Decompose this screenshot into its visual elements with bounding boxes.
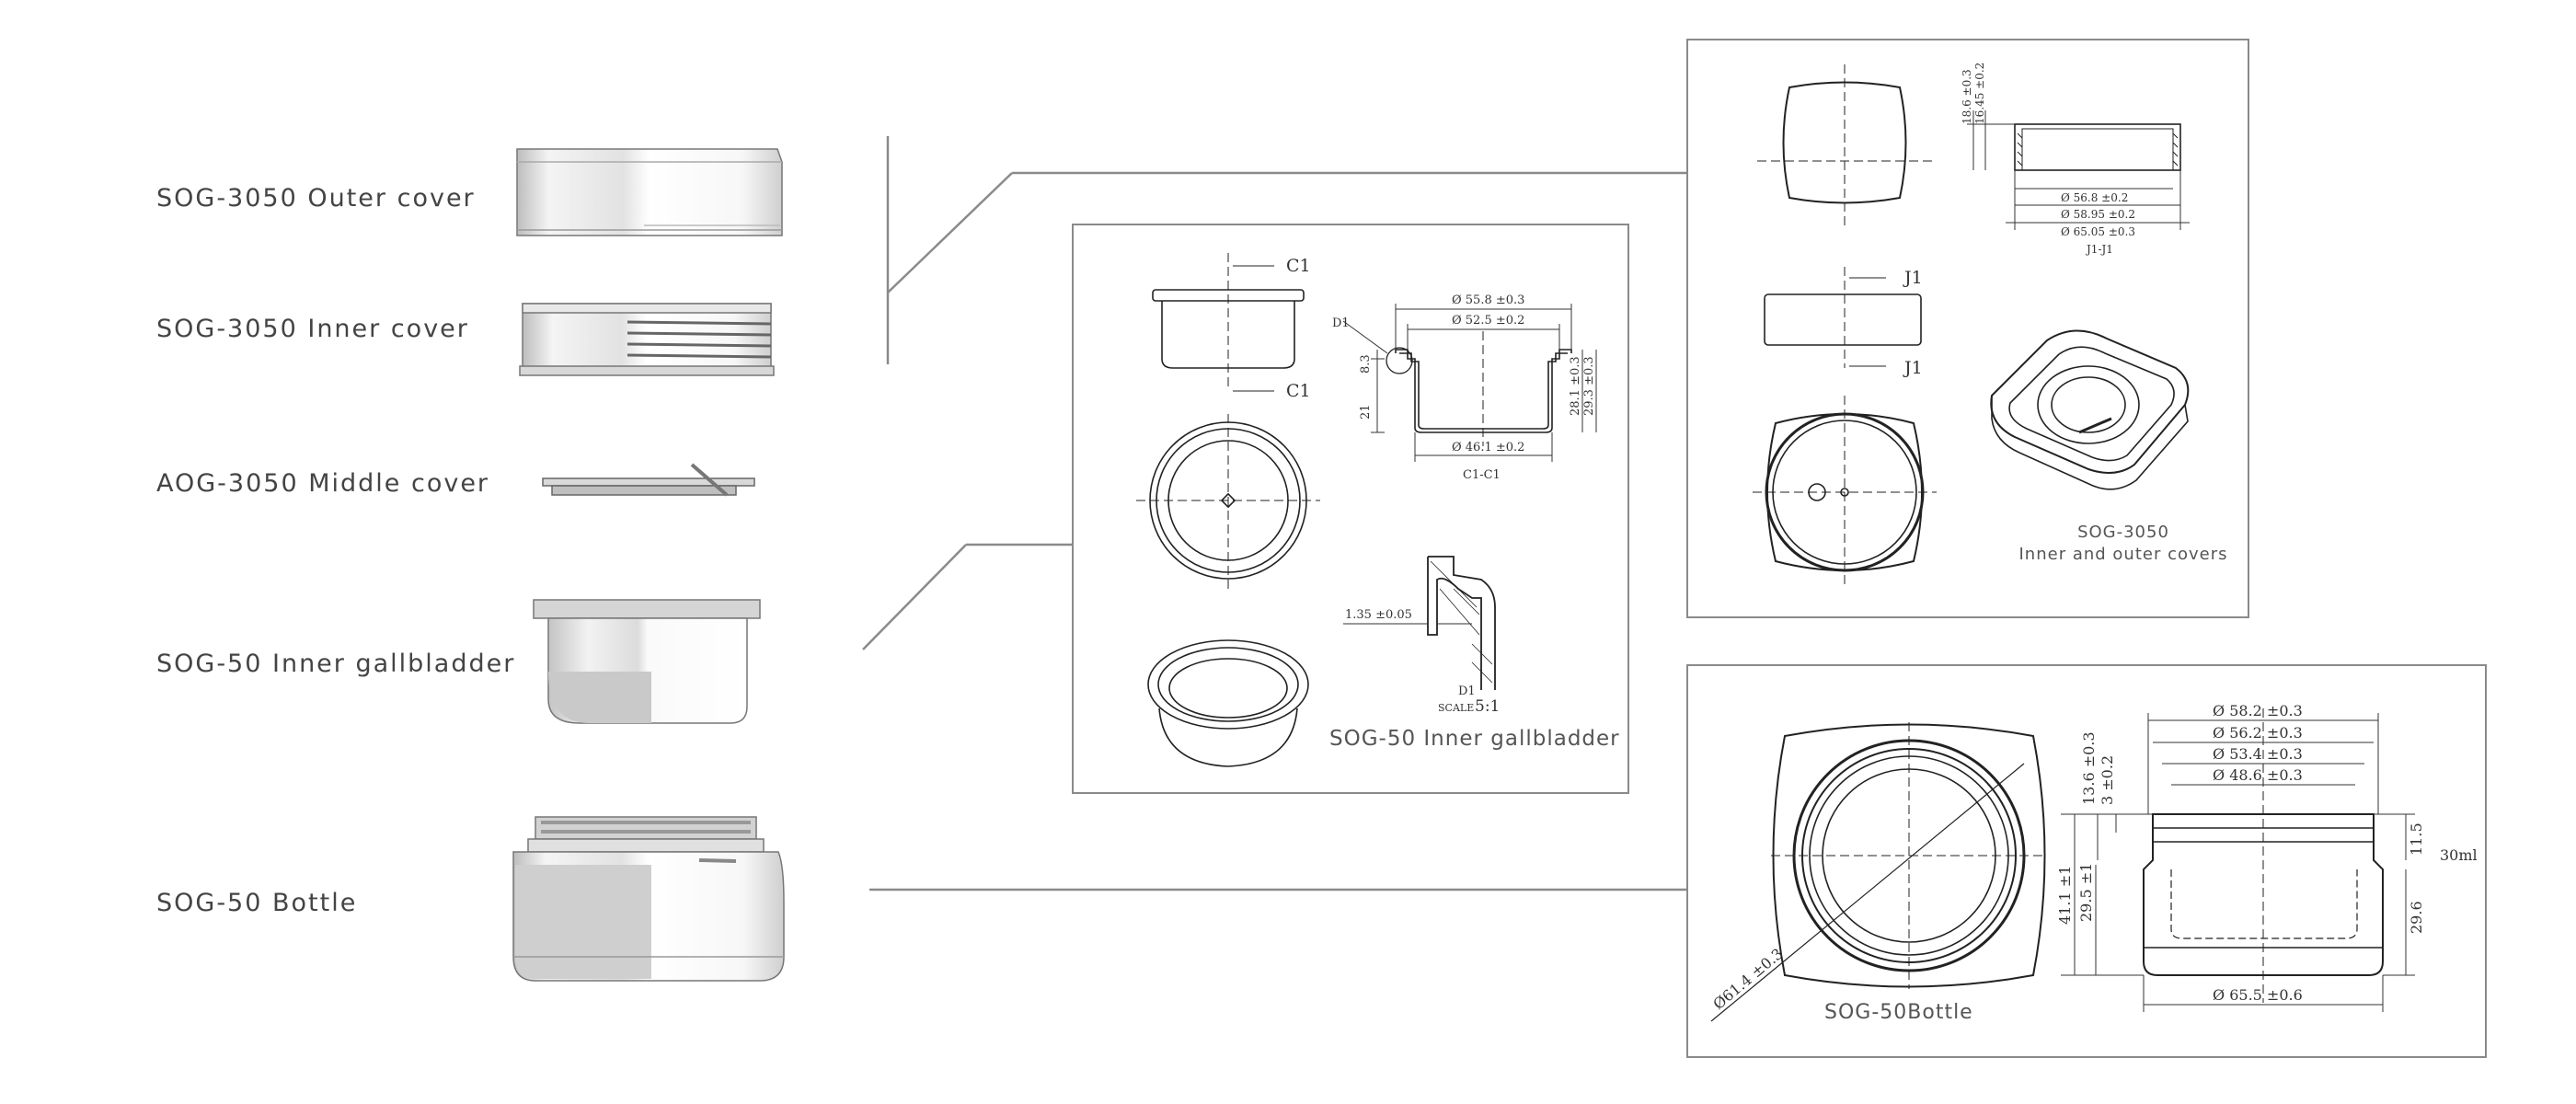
dim-bottle-dia-top: Ø 58.2 ±0.3 bbox=[2213, 702, 2303, 719]
dim-bottle-dia-4: Ø 48.6 ±0.3 bbox=[2213, 766, 2303, 784]
detail-label: D1 bbox=[1458, 684, 1476, 698]
middle-cover-label: AOG-3050 Middle cover bbox=[156, 469, 490, 498]
dim-bottle-right-top: 11.5 bbox=[2408, 822, 2425, 856]
dim-flange: 8.3 bbox=[1359, 354, 1373, 374]
covers-caption-line2: Inner and outer covers bbox=[2018, 545, 2228, 564]
dim-cover-dia-b: Ø 58.95 ±0.2 bbox=[2061, 208, 2135, 221]
dim-bottle-thread: 3 ±0.2 bbox=[2099, 755, 2116, 805]
dim-bottom-dia: Ø 46.1 ±0.2 bbox=[1452, 441, 1524, 454]
scale-value: 5:1 bbox=[1475, 697, 1500, 716]
bottle-caption: SOG-50Bottle bbox=[1824, 1001, 1973, 1024]
bottle-render bbox=[512, 816, 785, 982]
dim-bottle-dia-2: Ø 56.2 ±0.3 bbox=[2213, 724, 2303, 742]
gallbladder-dimension-labels: Ø 55.8 ±0.3 Ø 52.5 ±0.2 Ø 46.1 ±0.2 8.3 … bbox=[1286, 256, 1596, 716]
dim-bottle-dia-3: Ø 53.4 ±0.3 bbox=[2213, 745, 2303, 763]
gallbladder-dimensions bbox=[1342, 304, 1597, 625]
dim-inner-dia: Ø 52.5 ±0.2 bbox=[1452, 314, 1524, 328]
bottle-drawing bbox=[1710, 708, 2384, 1022]
dim-cover-dia-c: Ø 65.05 ±0.3 bbox=[2061, 225, 2135, 238]
covers-dimensions bbox=[1967, 110, 2190, 230]
detail-mark: D1 bbox=[1332, 316, 1350, 330]
outer-cover-label: SOG-3050 Outer cover bbox=[156, 184, 476, 213]
dim-bottle-neck: 13.6 ±0.3 bbox=[2080, 731, 2098, 805]
gallbladder-drawing-panel bbox=[1072, 224, 1629, 794]
gallbladder-render bbox=[533, 599, 761, 724]
section-mark-bottom: C1 bbox=[1286, 381, 1311, 401]
gallbladder-drawing bbox=[1136, 253, 1572, 767]
dim-outer-dia: Ø 55.8 ±0.3 bbox=[1452, 293, 1524, 307]
section-label: C1-C1 bbox=[1463, 468, 1501, 482]
bottle-label: SOG-50 Bottle bbox=[156, 889, 358, 917]
dim-cover-dia-a: Ø 56.8 ±0.2 bbox=[2061, 191, 2128, 204]
outer-cover-render bbox=[516, 148, 783, 236]
dim-bottle-dia-base: Ø 65.5 ±0.6 bbox=[2213, 986, 2303, 1004]
inner-cover-label: SOG-3050 Inner cover bbox=[156, 315, 469, 343]
connector-lines bbox=[862, 136, 1686, 891]
dim-bottle-right-body: 29.6 bbox=[2408, 901, 2425, 934]
dim-cover-height-b: 16.45 ±0.2 bbox=[1973, 63, 1986, 124]
dim-bottle-diag: Ø61.4 ±0.3 bbox=[1709, 945, 1786, 1013]
dim-height-a: 28.1 ±0.3 bbox=[1569, 356, 1582, 416]
dim-bottle-body: 29.5 ±1 bbox=[2077, 863, 2095, 922]
bottle-dimensions bbox=[2061, 713, 2415, 1012]
gallbladder-label: SOG-50 Inner gallbladder bbox=[156, 650, 516, 678]
middle-cover-render bbox=[542, 463, 755, 497]
gallbladder-caption: SOG-50 Inner gallbladder bbox=[1329, 727, 1620, 751]
covers-section-label: J1-J1 bbox=[2085, 243, 2113, 256]
covers-drawing-panel bbox=[1686, 39, 2249, 618]
dim-wall: 1.35 ±0.05 bbox=[1345, 608, 1412, 622]
covers-section-mark-bottom: J1 bbox=[1903, 358, 1923, 378]
inner-cover-render bbox=[519, 303, 775, 376]
section-mark-top: C1 bbox=[1286, 256, 1311, 276]
dim-depth: 21 bbox=[1359, 404, 1373, 420]
dim-bottle-total: 41.1 ±1 bbox=[2056, 866, 2074, 925]
covers-section-mark-top: J1 bbox=[1903, 268, 1923, 288]
dim-bottle-volume: 30ml bbox=[2440, 846, 2478, 864]
bottle-dimension-labels: Ø 58.2 ±0.3 Ø 56.2 ±0.3 Ø 53.4 ±0.3 Ø 48… bbox=[1709, 702, 2477, 1013]
dim-cover-height-a: 18.6 ±0.3 bbox=[1961, 69, 1973, 124]
covers-dimension-labels: 18.6 ±0.3 16.45 ±0.2 Ø 56.8 ±0.2 Ø 58.95… bbox=[1903, 63, 2135, 378]
covers-caption-line1: SOG-3050 bbox=[2077, 523, 2169, 542]
covers-drawing bbox=[1753, 64, 2190, 589]
scale-label: SCALE bbox=[1438, 702, 1474, 714]
dim-height-b: 29.3 ±0.3 bbox=[1582, 356, 1596, 416]
